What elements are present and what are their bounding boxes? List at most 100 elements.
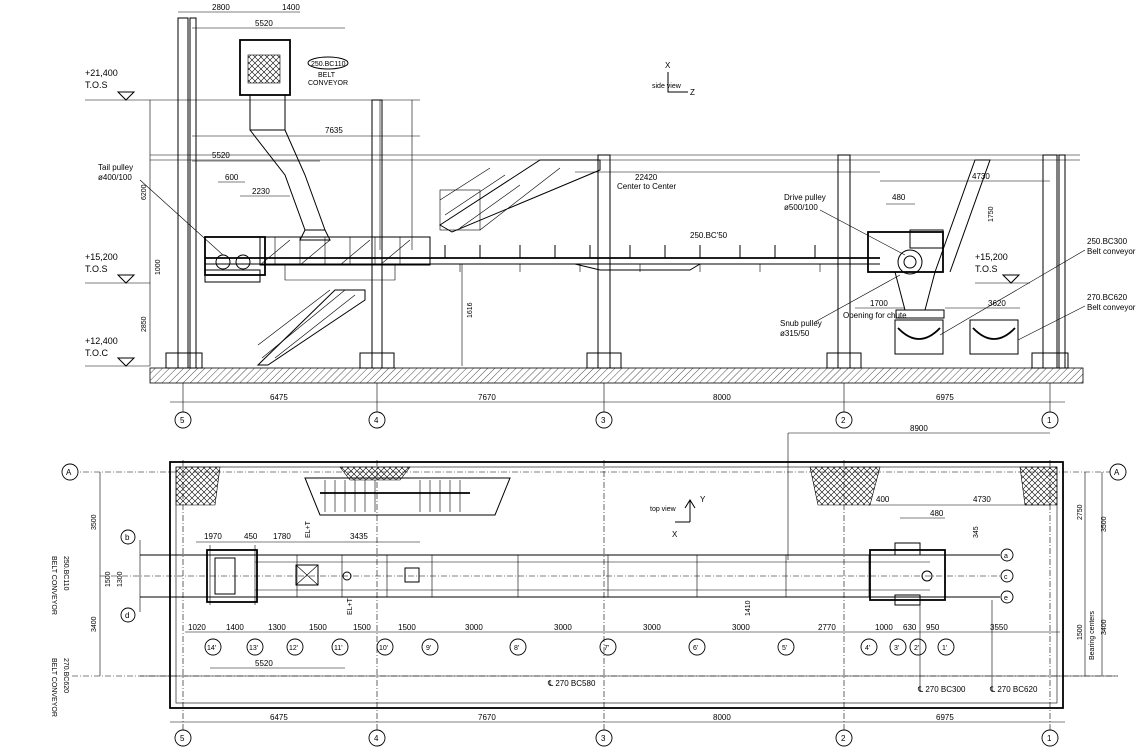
conveyor-tag: BELT CONVEYOR <box>50 556 57 615</box>
level-tag: T.O.S <box>975 264 998 274</box>
dim-text: 480 <box>892 193 906 202</box>
grid-spacing: 8000 <box>713 393 731 402</box>
station-label: 10' <box>379 645 388 652</box>
dim-text: 6200 <box>141 184 148 200</box>
dim-text: 7635 <box>325 126 343 135</box>
dim-text: 1500 <box>309 623 327 632</box>
dim-text: 1700 <box>870 299 888 308</box>
main-conveyor <box>205 245 880 281</box>
el-mark: EL+T <box>347 597 354 615</box>
dim-text: 1300 <box>117 571 124 587</box>
chute-opening-label: Opening for chute <box>843 311 907 320</box>
dim-text: 4730 <box>972 172 990 181</box>
drive-pulley-callout: Drive pulley ø500/100 <box>784 193 906 256</box>
receiving-conveyor-bc300 <box>894 319 944 355</box>
axis-z-label: Z <box>690 88 695 97</box>
dim-text: 1000 <box>875 623 893 632</box>
callout-text: Drive pulley <box>784 193 826 202</box>
left-conveyor-tags: 250.BC110 BELT CONVEYOR 270.BC620 BELT C… <box>50 556 69 717</box>
snub-pulley-callout: Snub pulley ø315/50 <box>780 274 901 338</box>
dim-text: 2800 <box>212 3 230 12</box>
grid-spacing: 6975 <box>936 393 954 402</box>
column-hatches <box>175 466 1058 506</box>
level-marker-4: +15,200 T.O.S <box>975 252 1030 284</box>
conveyor-tag: 250.BC110 <box>62 556 69 591</box>
dim-text: 1410 <box>745 600 752 616</box>
row-label: c <box>1004 574 1008 581</box>
axis-x-label: X <box>665 61 671 70</box>
axis-y-label: Y <box>700 495 706 504</box>
grid-label: 4 <box>374 416 379 425</box>
level-marker-3: +12,400 T.O.C <box>85 336 150 367</box>
grid-spacing: 6975 <box>936 713 954 722</box>
dim-text: 400 <box>876 495 890 504</box>
row-labels: A A b d a c e <box>61 463 1127 623</box>
ground-slab <box>149 367 1084 384</box>
side-view: +21,400 T.O.S +15,200 T.O.S +12,400 T.O.… <box>85 3 1136 429</box>
conveyor-tag: BELT CONVEYOR <box>50 658 57 717</box>
tag-text: BELT <box>318 72 336 79</box>
level-value: +15,200 <box>85 252 118 262</box>
grid-label: 3 <box>601 416 606 425</box>
row-label: b <box>125 533 130 542</box>
callout-text: ø315/50 <box>780 329 810 338</box>
dim-text: 1616 <box>467 302 474 318</box>
top-grid: 6475 7670 8000 6975 5 4 3 2 1 <box>170 460 1065 747</box>
dim-text: 1500 <box>353 623 371 632</box>
dim-text: 1500 <box>1077 624 1084 640</box>
station-label: 14' <box>207 645 216 652</box>
level-value: +15,200 <box>975 252 1008 262</box>
stair-plan <box>304 477 511 516</box>
station-label: 12' <box>289 645 298 652</box>
dim-text: 1500 <box>105 571 112 587</box>
dim-text: 2850 <box>141 316 148 332</box>
dim-text: 1500 <box>398 623 416 632</box>
station-label: 6' <box>693 645 698 652</box>
grid-spacing: 6475 <box>270 393 288 402</box>
bc110-tag: 250.BC110 BELT CONVEYOR <box>307 56 349 87</box>
grid-label: 1 <box>1047 416 1052 425</box>
dim-text: 1400 <box>226 623 244 632</box>
callout-text: Belt conveyor <box>1087 303 1136 312</box>
centerline-bc620-label: ℄ 270 BC620 <box>989 685 1038 694</box>
grid-spacing: 7670 <box>478 713 496 722</box>
grid-label: 5 <box>180 734 185 743</box>
grid-spacing: 8000 <box>713 713 731 722</box>
station-label: 13' <box>249 645 258 652</box>
dim-text: 1970 <box>204 532 222 541</box>
bc300-callout: 250.BC300 Belt conveyor <box>939 237 1136 336</box>
stair-upper <box>439 159 601 233</box>
head-conveyor-bc110 <box>239 39 331 241</box>
callout-text: Tail pulley <box>98 163 133 172</box>
level-value: +12,400 <box>85 336 118 346</box>
dim-text: 3500 <box>1101 516 1108 532</box>
vertical-dimensions: 6200 1000 2850 1616 1750 <box>141 100 995 366</box>
level-tag: T.O.S <box>85 80 108 90</box>
station-label: 2' <box>914 645 919 652</box>
dim-text: 450 <box>244 532 258 541</box>
tag-text: CONVEYOR <box>308 80 348 87</box>
column-footings <box>165 352 1069 369</box>
view-title: top view <box>650 506 677 513</box>
dim-text: 3400 <box>91 616 98 632</box>
drive-head <box>867 159 991 319</box>
row-label: a <box>1004 553 1008 560</box>
dim-text: 345 <box>973 526 980 538</box>
dim-text: 5520 <box>212 151 230 160</box>
conveyor-plan <box>100 540 1118 677</box>
tag-text: 250.BC110 <box>311 61 346 68</box>
grid-label: 3 <box>601 734 606 743</box>
station-label: 4' <box>865 645 870 652</box>
dim-text: 2230 <box>252 187 270 196</box>
callout-text: 270.BC620 <box>1087 293 1128 302</box>
building-outline <box>169 461 1064 709</box>
stair-lower <box>256 289 366 366</box>
top-dimensions: 2800 1400 5520 7635 5520 600 2230 <box>178 3 420 197</box>
dim-text: 3000 <box>465 623 483 632</box>
center-text: Center to Center <box>617 182 676 191</box>
dim-text: 4730 <box>973 495 991 504</box>
view-title: side view <box>652 83 682 90</box>
dim-text: 8900 <box>910 424 928 433</box>
station-bubbles: 14' 13' 12' 11' 10' 9' 8' 7' 6' 5' 4' 3'… <box>204 638 955 656</box>
